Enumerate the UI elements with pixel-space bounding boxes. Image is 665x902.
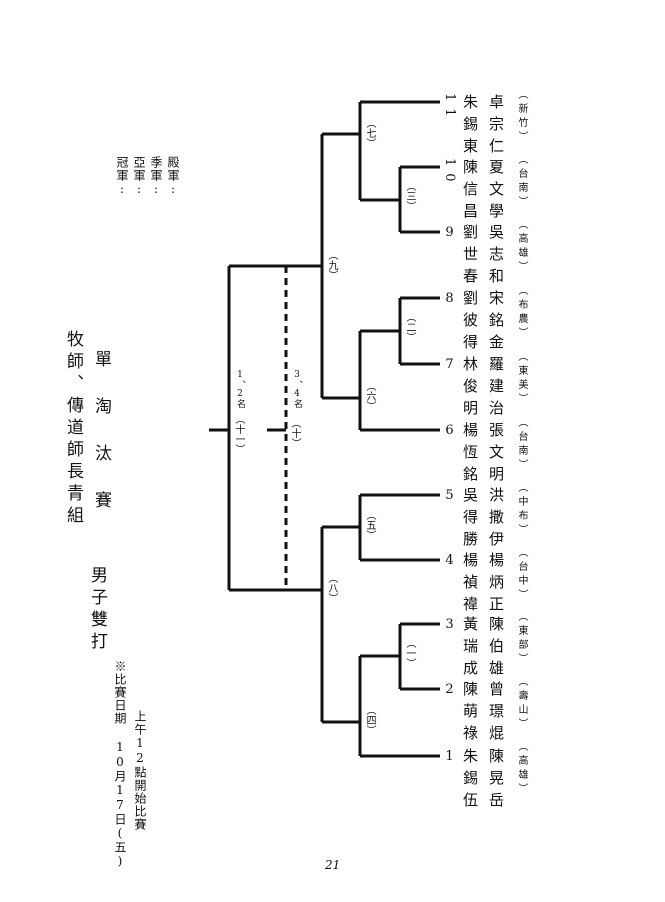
match-10-label: （十） [289, 418, 300, 448]
player-3-seed: 3 [442, 617, 457, 639]
award-third: 季軍: [149, 156, 163, 197]
player-4-name-a: 楊禎禕 [461, 552, 479, 618]
match-7-label: （七） [364, 118, 375, 148]
player-9-name-b: 吳志和 [487, 224, 505, 290]
final-place-label: 1、2名 [235, 370, 245, 408]
player-9-region: （高雄） [516, 219, 527, 275]
player-7-region: （東美） [516, 351, 527, 407]
third-place-label: 3、4名 [292, 370, 302, 408]
player-2-seed: 2 [442, 682, 457, 704]
format-title: 單 淘 汰 賽 [91, 350, 111, 513]
player-11-name-a: 朱錫東 [461, 94, 479, 160]
player-8-region: （布農） [516, 285, 527, 341]
player-10-seed: 10 [442, 158, 457, 189]
player-3-name-b: 陳伯雄 [487, 616, 505, 682]
date-note: ※比賽日期 10月17日(五) [113, 660, 127, 869]
player-10-name-b: 夏文學 [487, 159, 505, 225]
player-2-name-b: 曾璟焜 [487, 681, 505, 747]
player-5-name-a: 吳得勝 [461, 487, 479, 553]
player-8-name-b: 宋銘金 [487, 290, 505, 356]
player-1-seed: 1 [442, 749, 457, 771]
player-8-seed: 8 [442, 291, 457, 313]
award-fourth: 殿軍: [166, 156, 180, 197]
player-4-seed: 4 [442, 553, 457, 575]
player-4-region: （台中） [516, 547, 527, 603]
player-2-name-a: 陳萌祿 [461, 681, 479, 747]
match-1-label: （一） [404, 638, 415, 668]
player-7-name-a: 林俊明 [461, 356, 479, 422]
player-2-region: （壽山） [516, 676, 527, 732]
player-11-seed: 11 [442, 93, 457, 124]
award-second: 亞軍: [132, 156, 146, 197]
player-6-region: （台南） [516, 417, 527, 473]
match-6-label: （六） [364, 381, 375, 411]
match-5-label: （五） [364, 510, 375, 540]
match-8-label: （八） [326, 573, 337, 603]
player-3-region: （東部） [516, 611, 527, 667]
match-11-label: （十一） [233, 414, 244, 454]
page-number: 21 [325, 858, 341, 872]
match-2-label: （二） [404, 312, 415, 342]
player-10-name-a: 陳信昌 [461, 159, 479, 225]
player-11-name-b: 卓宗仁 [487, 94, 505, 160]
player-6-name-a: 楊恆銘 [461, 422, 479, 488]
player-7-seed: 7 [442, 357, 457, 379]
player-5-region: （中布） [516, 482, 527, 538]
event-title: 男子雙打 [87, 566, 107, 654]
group-title: 牧師、傳道師長青組 [63, 330, 83, 528]
player-8-name-a: 劉彼得 [461, 290, 479, 356]
player-1-name-a: 朱錫伍 [461, 748, 479, 814]
player-1-name-b: 陳晃岳 [487, 748, 505, 814]
time-note: 上午12點開始比賽 [133, 710, 147, 831]
player-6-seed: 6 [442, 423, 457, 445]
match-9-label: （九） [326, 250, 337, 280]
player-1-region: （高雄） [516, 741, 527, 797]
player-6-name-b: 張文明 [487, 422, 505, 488]
match-3-label: （三） [404, 181, 415, 211]
player-9-seed: 9 [442, 225, 457, 247]
award-champion: 冠軍: [115, 156, 129, 197]
player-5-name-b: 洪撒伊 [487, 487, 505, 553]
player-3-name-a: 黃瑞成 [461, 616, 479, 682]
player-11-region: （新竹） [516, 89, 527, 145]
player-5-seed: 5 [442, 488, 457, 510]
player-4-name-b: 楊炳正 [487, 552, 505, 618]
player-7-name-b: 羅建治 [487, 356, 505, 422]
player-10-region: （台南） [516, 154, 527, 210]
player-9-name-a: 劉世春 [461, 224, 479, 290]
match-4-label: （四） [364, 705, 375, 735]
